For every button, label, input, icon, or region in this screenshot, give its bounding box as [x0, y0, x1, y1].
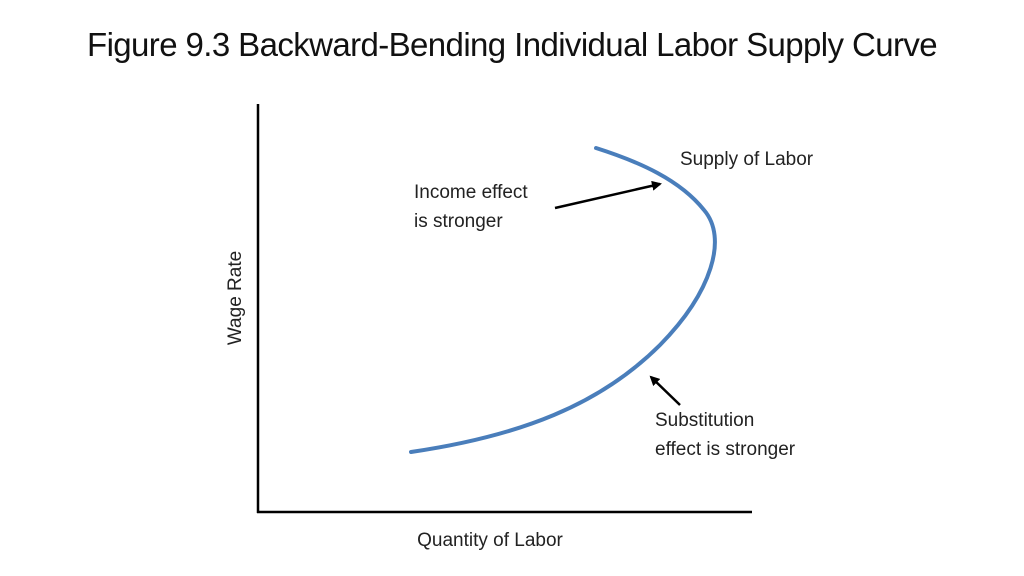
x-axis-label: Quantity of Labor [417, 530, 563, 551]
substitution-effect-label-line1: Substitution [655, 410, 755, 431]
y-axis-label: Wage Rate [225, 250, 246, 346]
substitution-effect-arrow [649, 375, 681, 406]
income-effect-arrow [554, 180, 662, 210]
curve-label: Supply of Labor [680, 149, 814, 170]
supply-curve [409, 146, 717, 454]
income-effect-label-line2: is stronger [414, 211, 503, 232]
income-effect-label-line1: Income effect [414, 182, 528, 203]
chart-title: Figure 9.3 Backward-Bending Individual L… [87, 26, 938, 63]
substitution-effect-label-line2: effect is stronger [655, 439, 796, 460]
